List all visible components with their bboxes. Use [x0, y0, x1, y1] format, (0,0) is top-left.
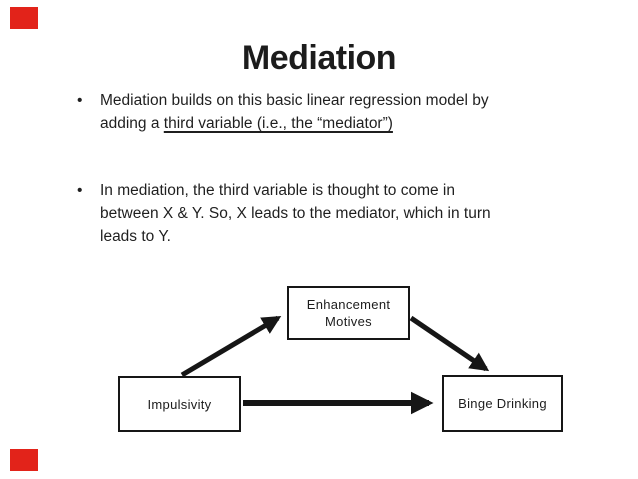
bullet1-line2-underlined: third variable (i.e., the “mediator”) [163, 115, 393, 132]
predictor-box: Impulsivity [118, 376, 241, 432]
arrow-mediator-to-outcome [409, 315, 490, 372]
bullet-item-1: • Mediation builds on this basic linear … [77, 89, 602, 135]
predictor-box-label: Impulsivity [147, 396, 212, 412]
bullet1-text: Mediation builds on this basic linear re… [100, 89, 489, 135]
bullet2-line2: between X & Y. So, X leads to the mediat… [100, 205, 491, 222]
bullet-list: • Mediation builds on this basic linear … [77, 89, 602, 248]
bullet1-line2: adding a third variable (i.e., the “medi… [100, 112, 489, 135]
bullet2-text: In mediation, the third variable is thou… [100, 179, 491, 248]
outcome-box-label: Binge Drinking [458, 396, 547, 411]
slide-title: Mediation [241, 39, 397, 77]
bullet2-line3: leads to Y. [100, 228, 171, 245]
mediator-box-label-line1: Enhancement [306, 297, 391, 312]
outcome-box: Binge Drinking [442, 375, 563, 432]
bullet1-line1: Mediation builds on this basic linear re… [100, 92, 489, 109]
bullet-item-2: • In mediation, the third variable is th… [77, 179, 602, 248]
red-corner-marker-top [10, 7, 38, 29]
mediator-box-label-line2: Motives [325, 314, 372, 329]
bullet1-line2-plain: adding a [100, 115, 164, 132]
bullet1-marker: • [77, 92, 83, 109]
bullet2-marker: • [77, 182, 83, 199]
red-corner-marker-bottom [10, 449, 38, 471]
arrow-predictor-to-mediator [180, 315, 282, 378]
bullet2-line1: In mediation, the third variable is thou… [100, 182, 455, 199]
mediator-box: Enhancement Motives [287, 286, 410, 340]
